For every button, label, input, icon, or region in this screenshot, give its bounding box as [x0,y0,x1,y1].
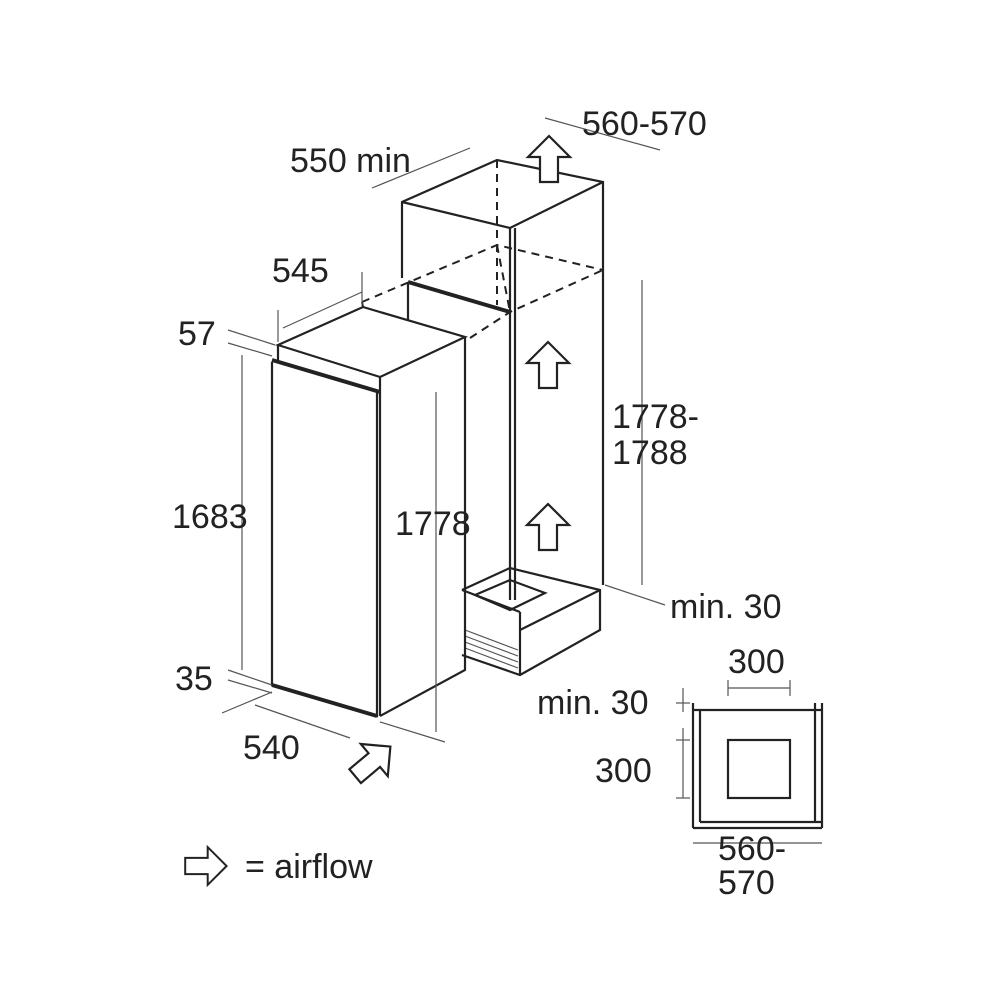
appliance-depth-label: 545 [272,252,329,290]
niche-height-label-line1: 1778- [612,398,699,436]
airflow-arrow-icon [525,502,571,552]
dimension-lines [221,117,666,743]
airflow-arrow-icon [526,134,572,184]
appliance [270,301,469,718]
vent-opening-width-label: 300 [728,643,785,681]
niche-cabinet [361,158,605,600]
niche-depth-label: 550 min [290,142,411,180]
legend-label: = airflow [245,848,373,886]
plinth-vent [461,566,602,677]
niche-height-label-line2: 1788 [612,434,688,472]
vent-top-clearance-label: min. 30 [537,684,649,722]
rear-gap-label: min. 30 [670,588,782,626]
niche-width-label: 560-570 [582,105,707,143]
airflow-arrow-icon [340,729,405,794]
vent-detail-drawing [676,680,824,844]
door-bottom-offset-label: 35 [175,660,213,698]
door-top-offset-label: 57 [178,315,216,353]
appliance-height-label: 1778 [395,505,471,543]
door-height-label: 1683 [172,498,248,536]
legend-airflow-arrow-icon [184,846,228,886]
vent-width-label-line1: 560- [718,830,786,868]
airflow-arrow-icon [525,340,571,390]
vent-width-label-line2: 570 [718,864,775,902]
vent-opening-height-label: 300 [595,752,652,790]
appliance-width-label: 540 [243,729,300,767]
